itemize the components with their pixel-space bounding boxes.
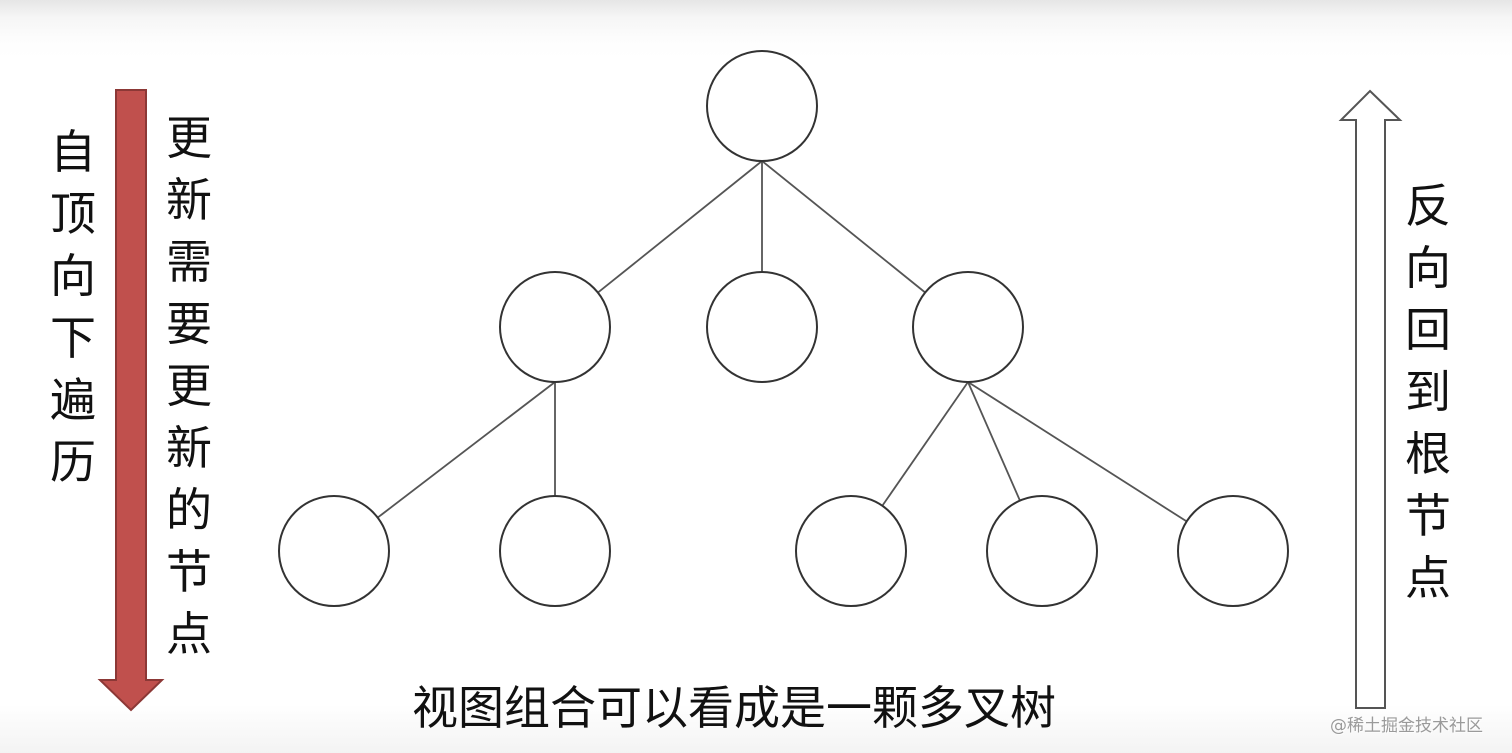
down-arrow-icon <box>97 89 165 712</box>
tree-node-l2-a2 <box>499 495 611 607</box>
vertical-char: 向 <box>50 249 96 303</box>
tree-node-l1-c <box>912 271 1024 383</box>
vertical-char: 新 <box>166 173 212 227</box>
vertical-char: 到 <box>1405 365 1451 419</box>
vertical-char: 遍 <box>50 373 96 427</box>
vertical-char: 点 <box>166 607 212 661</box>
vertical-char: 顶 <box>50 187 96 241</box>
vertical-char: 要 <box>166 297 212 351</box>
tree-edge <box>377 381 556 519</box>
left-arrow-label: 自顶向下遍历 <box>42 121 104 493</box>
up-arrow-icon <box>1338 89 1403 709</box>
tree-node-l2-c3 <box>1177 495 1289 607</box>
tree-edge <box>761 160 926 294</box>
tree-node-root <box>706 50 818 162</box>
vertical-char: 向 <box>1405 241 1451 295</box>
tree-nodes <box>278 50 1289 607</box>
vertical-char: 节 <box>166 545 212 599</box>
vertical-char: 需 <box>166 235 212 289</box>
diagram-caption: 视图组合可以看成是一颗多叉树 <box>412 681 1056 735</box>
tree-node-l1-a <box>499 271 611 383</box>
tree-node-l2-a1 <box>278 495 390 607</box>
tree-node-l2-c1 <box>795 495 907 607</box>
watermark: @稀土掘金技术社区 <box>1330 716 1483 736</box>
tree-edge <box>881 381 969 507</box>
left-note-label: 更新需要更新的节点 <box>158 107 220 665</box>
vertical-char: 下 <box>50 311 96 365</box>
tree-edge <box>597 160 763 294</box>
vertical-char: 回 <box>1405 303 1451 357</box>
tree-node-l2-c2 <box>986 495 1098 607</box>
vertical-char: 更 <box>166 359 212 413</box>
right-arrow-label: 反向回到根节点 <box>1397 175 1459 609</box>
tree-edge <box>967 381 1021 501</box>
vertical-char: 节 <box>1405 489 1451 543</box>
tree-edges <box>377 160 1188 523</box>
vertical-char: 反 <box>1405 179 1451 233</box>
vertical-char: 新 <box>166 421 212 475</box>
vertical-char: 自 <box>50 125 96 179</box>
vertical-char: 更 <box>166 111 212 165</box>
vertical-char: 点 <box>1405 551 1451 605</box>
tree-node-l1-b <box>706 271 818 383</box>
vertical-char: 的 <box>166 483 212 537</box>
tree-edge <box>967 381 1188 523</box>
vertical-char: 历 <box>50 435 96 489</box>
vertical-char: 根 <box>1405 427 1451 481</box>
